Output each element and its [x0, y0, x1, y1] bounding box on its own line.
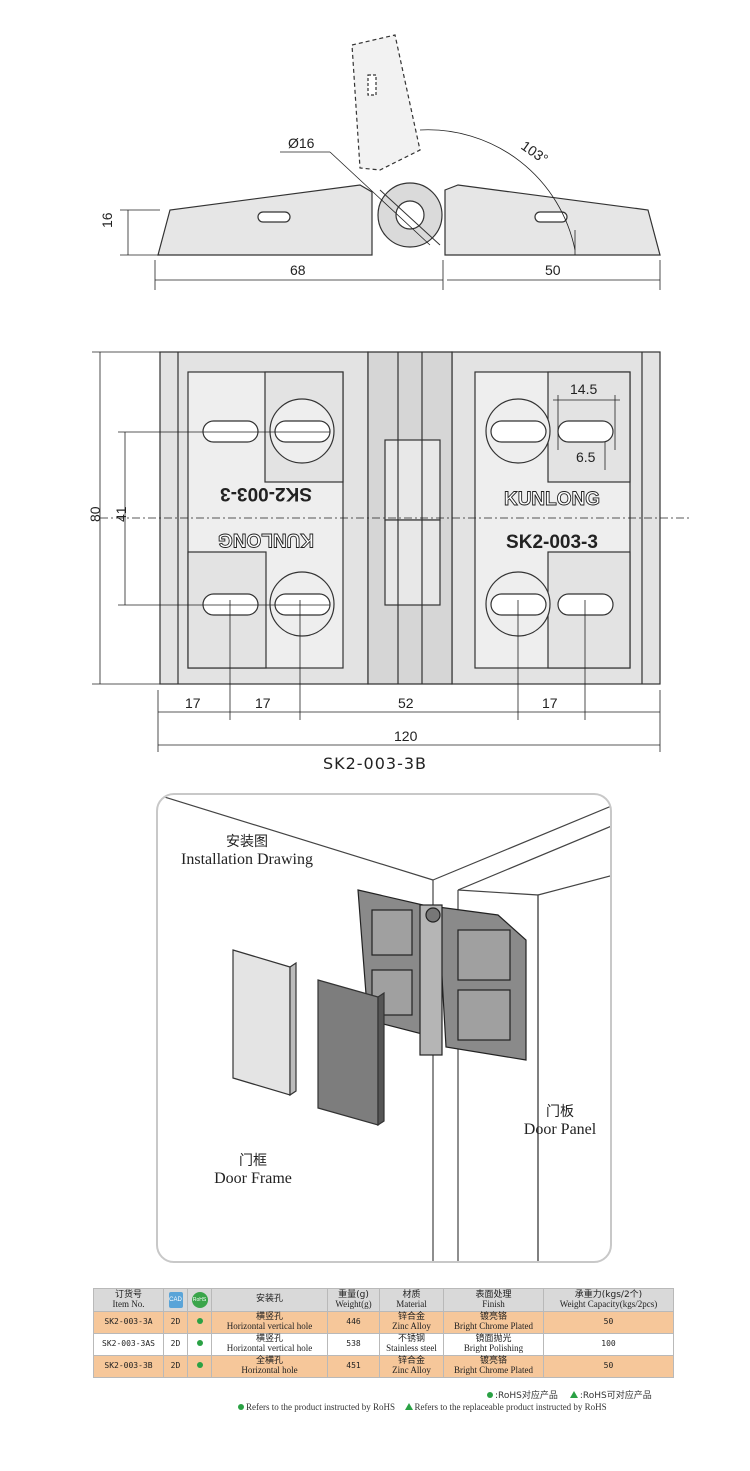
rohs-icon: RoHS [191, 1292, 208, 1308]
cell-capacity: 50 [543, 1354, 674, 1378]
seg-2-label: 17 [255, 695, 271, 711]
rohs-triangle-icon [569, 1391, 578, 1398]
rohs-dot-icon [196, 1361, 203, 1368]
emboss-brand-left: KUNLONG [218, 529, 314, 550]
technical-drawing: Ø16 103° 16 68 50 [87, 34, 690, 752]
slot-length-label: 14.5 [570, 381, 597, 397]
header-rohs: RoHS [187, 1288, 212, 1312]
model-label: SK2-003-3B [322, 754, 428, 773]
legend-zh: :RoHS对应产品 :RoHS可对应产品 [485, 1388, 652, 1401]
legend-en: Refers to the product instructed by RoHS… [236, 1402, 607, 1412]
door-frame-zh: 门框 [239, 1153, 267, 1169]
installation-title-zh: 安装图 [226, 834, 268, 850]
door-panel-label: 门板 Door Panel [508, 1101, 610, 1139]
rohs-dot-icon [487, 1392, 493, 1398]
installation-title-en: Installation Drawing [181, 851, 313, 868]
angle-label: 103° [518, 137, 551, 167]
cell-cad: 2D [163, 1332, 188, 1356]
cell-weight: 446 [327, 1311, 380, 1334]
legend-rohs-en: Refers to the product instructed by RoHS [246, 1402, 395, 1412]
rohs-triangle-icon [404, 1403, 413, 1410]
cad-icon: CAD [168, 1292, 183, 1308]
door-panel-en: Door Panel [523, 1121, 597, 1138]
cell-cad: 2D [163, 1311, 188, 1334]
legend-rohs-replaceable-zh: :RoHS可对应产品 [579, 1391, 652, 1401]
header-cad: CAD [163, 1288, 188, 1312]
slot-width-label: 6.5 [576, 449, 596, 465]
emboss-model-right: SK2-003-3 [506, 532, 598, 553]
header-weight: 重量(g)Weight(g) [327, 1288, 380, 1312]
emboss-model-left: SK2-003-3 [220, 483, 312, 504]
seg-4-label: 17 [542, 695, 558, 711]
rohs-dot-icon [238, 1404, 244, 1410]
cell-cad: 2D [163, 1354, 188, 1378]
hole-spacing-label: 41 [113, 506, 129, 522]
cell-rohs [187, 1311, 212, 1334]
side-view [157, 34, 661, 256]
cell-capacity: 100 [543, 1332, 674, 1356]
cell-item: SK2-003-3B [93, 1354, 164, 1378]
header-capacity: 承重力(kgs/2个)Weight Capacity(kgs/2pcs) [543, 1288, 674, 1312]
height-label: 16 [99, 212, 115, 228]
cell-capacity: 50 [543, 1311, 674, 1334]
rohs-dot-icon [196, 1318, 203, 1325]
door-frame-en: Door Frame [214, 1170, 292, 1187]
left-width-label: 68 [290, 262, 306, 278]
installation-title: 安装图 Installation Drawing [162, 831, 332, 869]
cell-item: SK2-003-3AS [93, 1332, 164, 1356]
cell-rohs [187, 1354, 212, 1378]
cell-weight: 451 [327, 1354, 380, 1378]
total-width-label: 120 [394, 728, 418, 744]
installation-drawing: 安装图 Installation Drawing 门框 Door Frame 门… [156, 793, 612, 1263]
total-height-label: 80 [87, 506, 103, 522]
legend-rohs-zh: :RoHS对应产品 [495, 1391, 558, 1401]
cell-weight: 538 [327, 1332, 380, 1356]
seg-1-label: 17 [185, 695, 201, 711]
cell-item: SK2-003-3A [93, 1311, 164, 1334]
installation-illustration [158, 795, 610, 1261]
seg-3-label: 52 [398, 695, 414, 711]
header-hole: 安装孔 [211, 1288, 328, 1312]
embossing: SK2-003-3 KUNLONG KUNLONG SK2-003-3 [218, 483, 601, 553]
emboss-brand-right: KUNLONG [504, 489, 600, 510]
door-frame-label: 门框 Door Frame [198, 1150, 308, 1188]
right-width-label: 50 [545, 262, 561, 278]
cell-rohs [187, 1332, 212, 1356]
pin-diameter-label: Ø16 [288, 135, 315, 151]
legend-rohs-replaceable-en: Refers to the replaceable product instru… [414, 1402, 607, 1412]
door-panel-zh: 门板 [546, 1104, 574, 1120]
rohs-dot-icon [196, 1340, 203, 1347]
